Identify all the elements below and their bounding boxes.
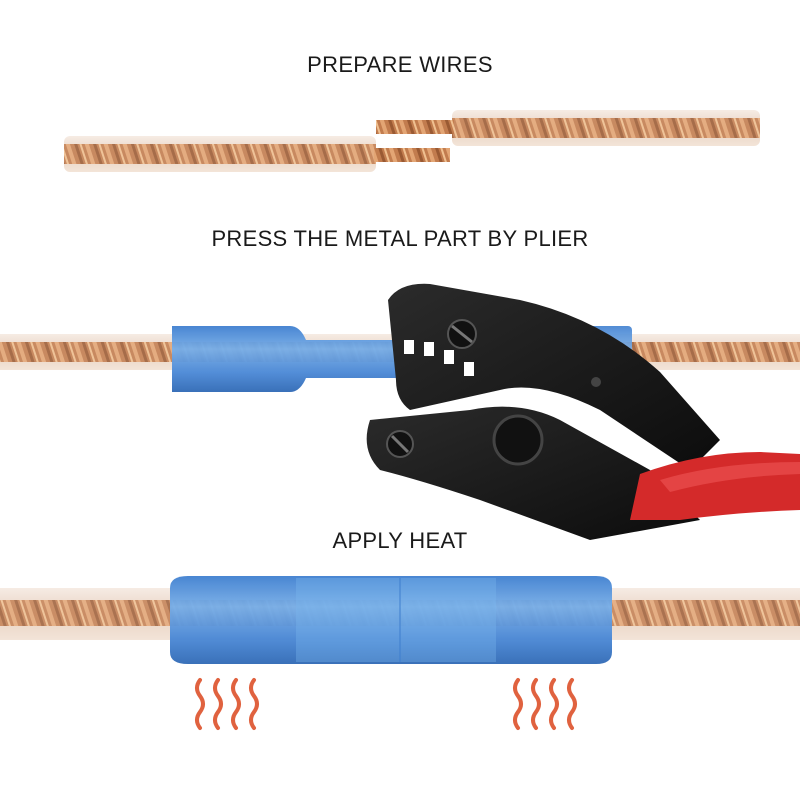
prepared-wire-right [376, 110, 760, 146]
step-label-prepare-wires: PREPARE WIRES [307, 52, 493, 77]
crimping-plier-icon [366, 283, 800, 540]
heat-waves-icon [195, 678, 577, 730]
sealed-connector [170, 576, 612, 664]
prepared-wire-left [64, 136, 450, 172]
step-label-apply-heat: APPLY HEAT [332, 528, 468, 553]
step-label-press-metal: PRESS THE METAL PART BY PLIER [211, 226, 589, 251]
